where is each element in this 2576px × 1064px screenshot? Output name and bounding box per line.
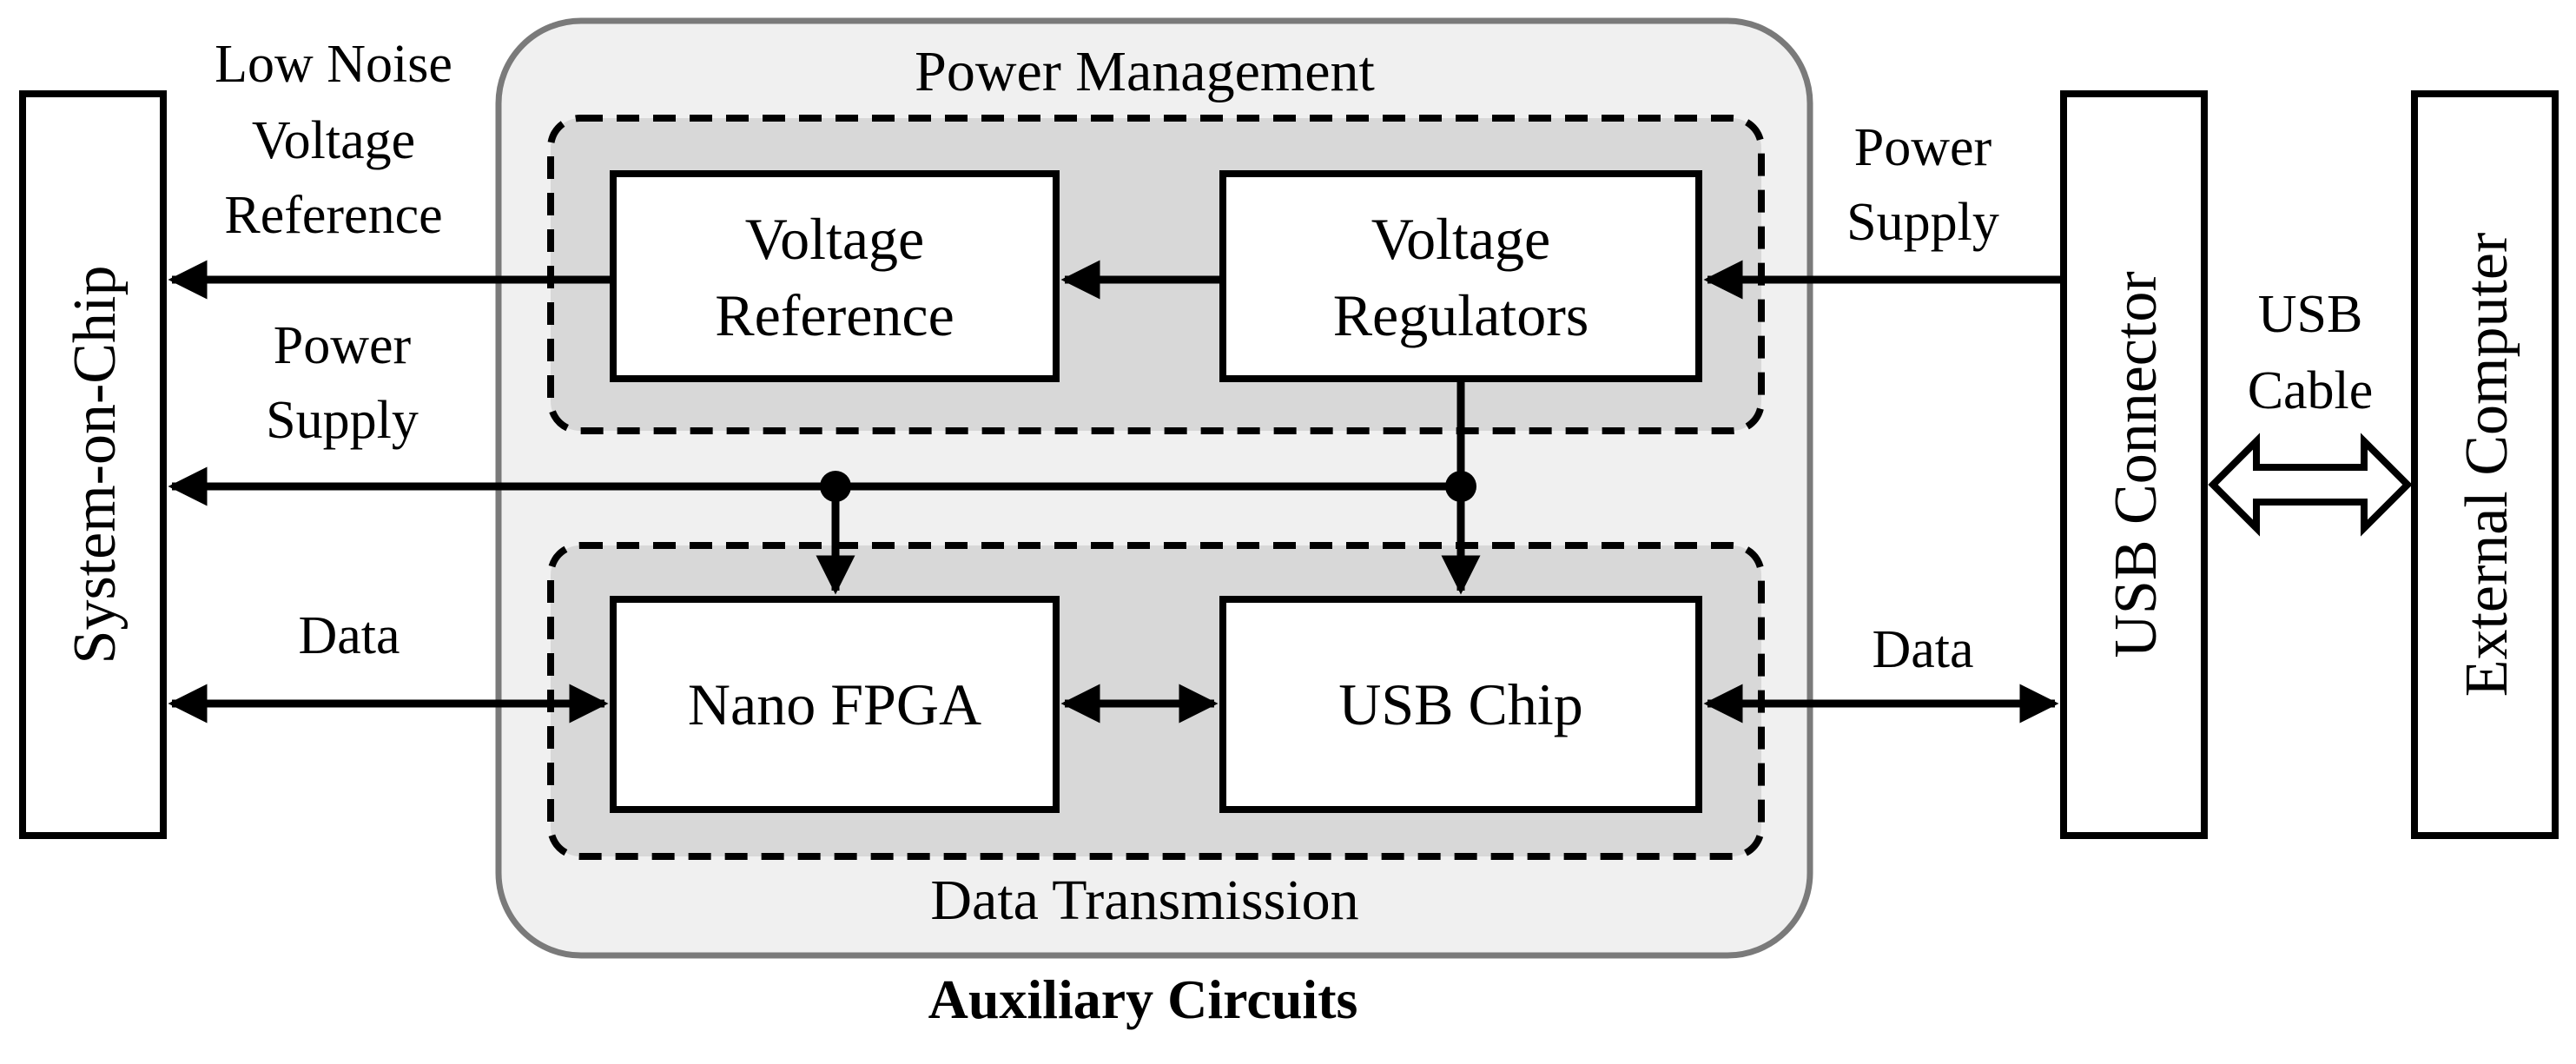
nano-fpga-label: Nano FPGA <box>688 671 981 737</box>
auxiliary-circuits-title: Auxiliary Circuits <box>928 968 1358 1030</box>
data-left-label: Data <box>298 606 400 665</box>
external-computer-label: External Computer <box>2454 233 2520 697</box>
usb-chip-label: USB Chip <box>1338 671 1583 737</box>
junction-dot-right <box>1445 471 1476 502</box>
voltage-regulators-box <box>1219 170 1702 382</box>
usb-connector-box <box>2060 90 2208 839</box>
usb-chip-box <box>1219 596 1702 813</box>
low-noise-label-line3: Reference <box>224 186 442 245</box>
system-on-chip-label: System-on-Chip <box>62 266 129 664</box>
usb-cable-double-arrow <box>2208 433 2413 537</box>
low-noise-label-line2: Voltage <box>252 111 415 170</box>
low-noise-label-line1: Low Noise <box>215 35 452 94</box>
voltage-regulators-label-line2: Regulators <box>1333 282 1589 348</box>
power-supply-left-line1: Power <box>274 316 412 375</box>
usb-cable-label-line1: USB <box>2258 285 2363 344</box>
power-management-label: Power Management <box>915 40 1375 103</box>
external-computer-box <box>2411 90 2559 839</box>
voltage-reference-label-line2: Reference <box>715 282 954 348</box>
junction-dot-left <box>820 471 851 502</box>
voltage-regulators-label-line1: Voltage <box>1371 206 1551 272</box>
system-on-chip-box <box>19 90 167 839</box>
data-transmission-label: Data Transmission <box>930 869 1358 932</box>
usb-cable-label-line2: Cable <box>2248 361 2374 420</box>
usb-connector-label: USB Connector <box>2103 271 2170 658</box>
voltage-reference-box <box>610 170 1060 382</box>
nano-fpga-box <box>610 596 1060 813</box>
voltage-reference-label-line1: Voltage <box>745 206 925 272</box>
power-supply-right-line2: Supply <box>1846 193 1999 252</box>
power-supply-left-line2: Supply <box>266 391 419 450</box>
power-supply-right-line1: Power <box>1854 118 1992 177</box>
data-right-label: Data <box>1872 620 1973 679</box>
